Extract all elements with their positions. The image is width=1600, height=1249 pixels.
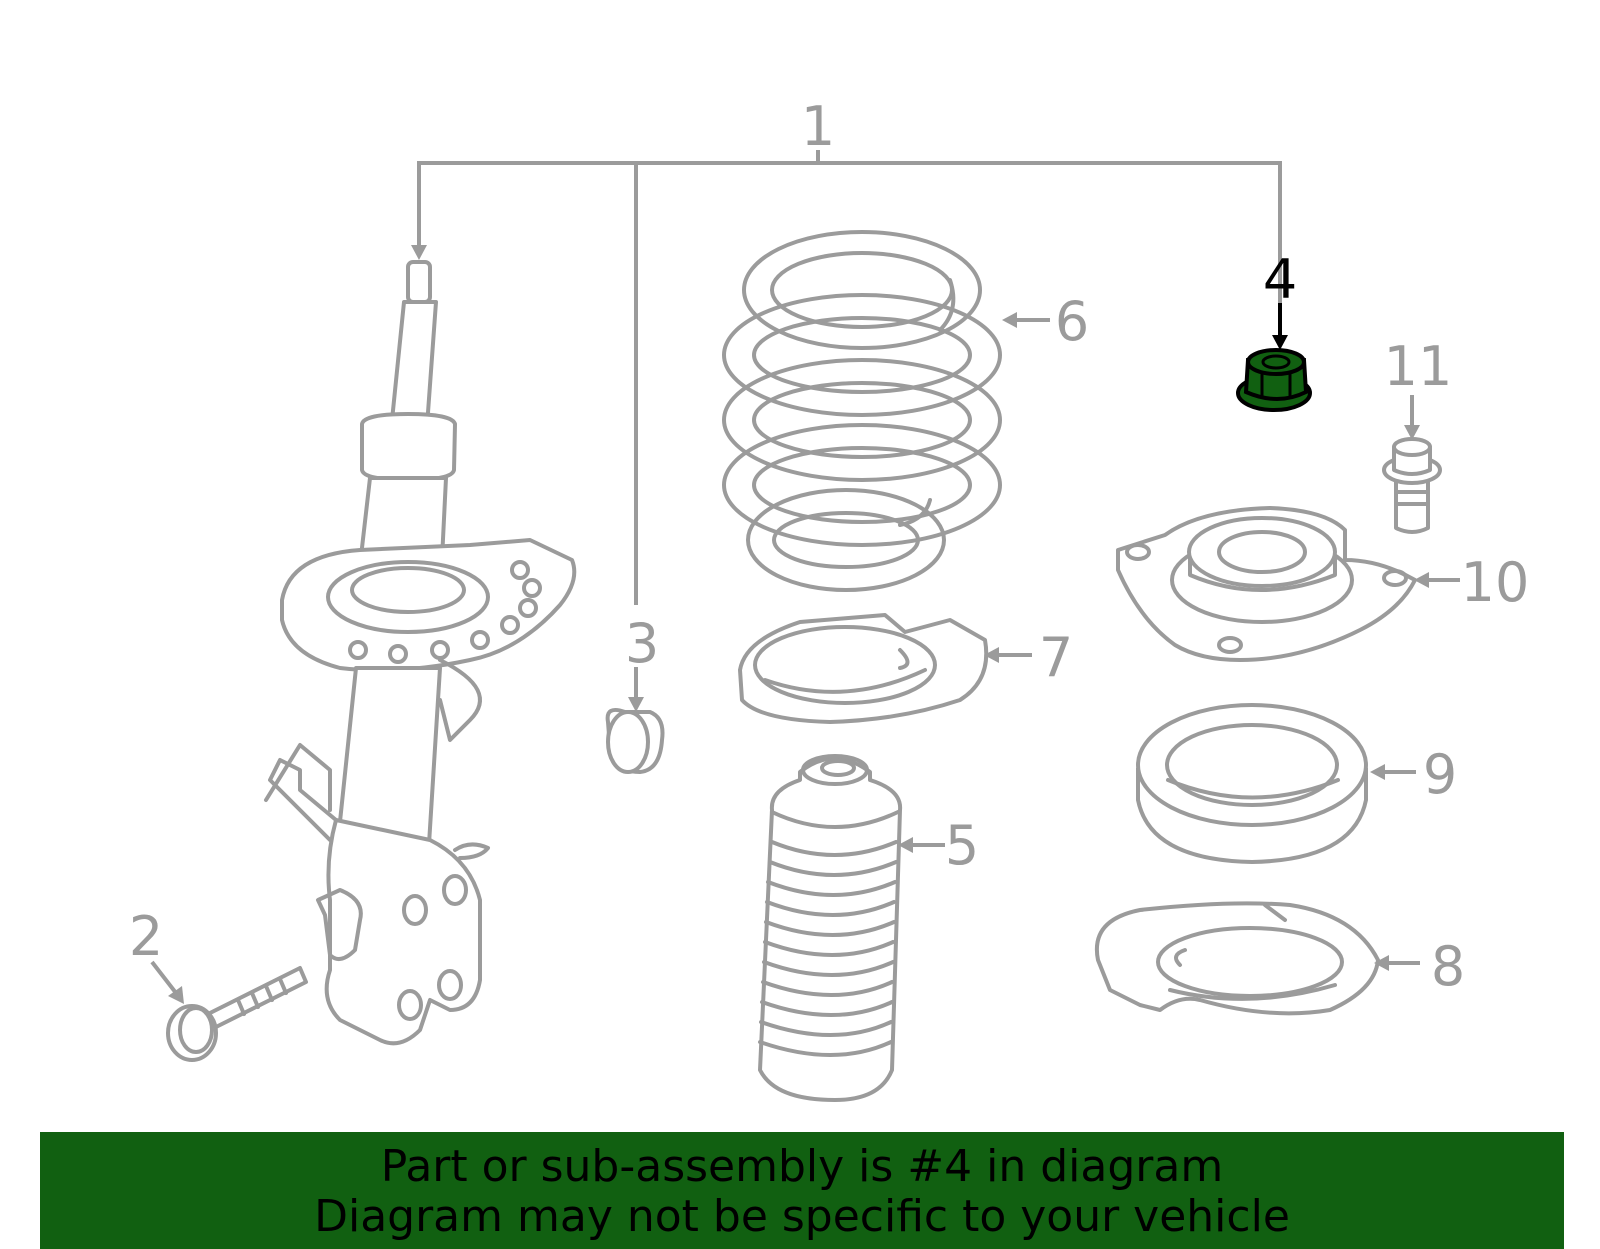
callout-4: 4 — [1263, 248, 1297, 311]
callout-1-leader — [411, 150, 1282, 605]
parts-diagram: 1 2 — [129, 95, 1530, 1102]
part-6-coil-spring — [722, 230, 1050, 592]
banner-line-2: Diagram may not be specific to your vehi… — [314, 1191, 1290, 1242]
callout-1: 1 — [801, 95, 835, 158]
part-9-bearing — [1136, 703, 1416, 864]
callout-5: 5 — [945, 814, 979, 877]
callout-2: 2 — [129, 905, 163, 968]
callout-10: 10 — [1461, 551, 1530, 614]
info-banner: Part or sub-assembly is #4 in diagram Di… — [40, 1132, 1564, 1249]
callout-6: 6 — [1055, 290, 1089, 353]
callout-9: 9 — [1423, 743, 1457, 806]
callout-7: 7 — [1039, 626, 1073, 689]
part-8-insulator — [1094, 901, 1420, 1016]
part-4-nut — [1236, 303, 1312, 412]
banner-line-1: Part or sub-assembly is #4 in diagram — [380, 1141, 1224, 1192]
part-3-bushing — [605, 667, 665, 774]
part-11-bolt — [1382, 395, 1442, 534]
callout-3: 3 — [625, 612, 659, 675]
part-2-bolt — [150, 960, 308, 1062]
strut-assembly — [264, 260, 577, 1046]
part-7-spring-seat — [738, 613, 1032, 724]
callout-8: 8 — [1431, 935, 1465, 998]
callout-11: 11 — [1384, 335, 1453, 398]
part-10-upper-mount — [1116, 506, 1460, 662]
part-5-dust-boot — [758, 754, 945, 1102]
